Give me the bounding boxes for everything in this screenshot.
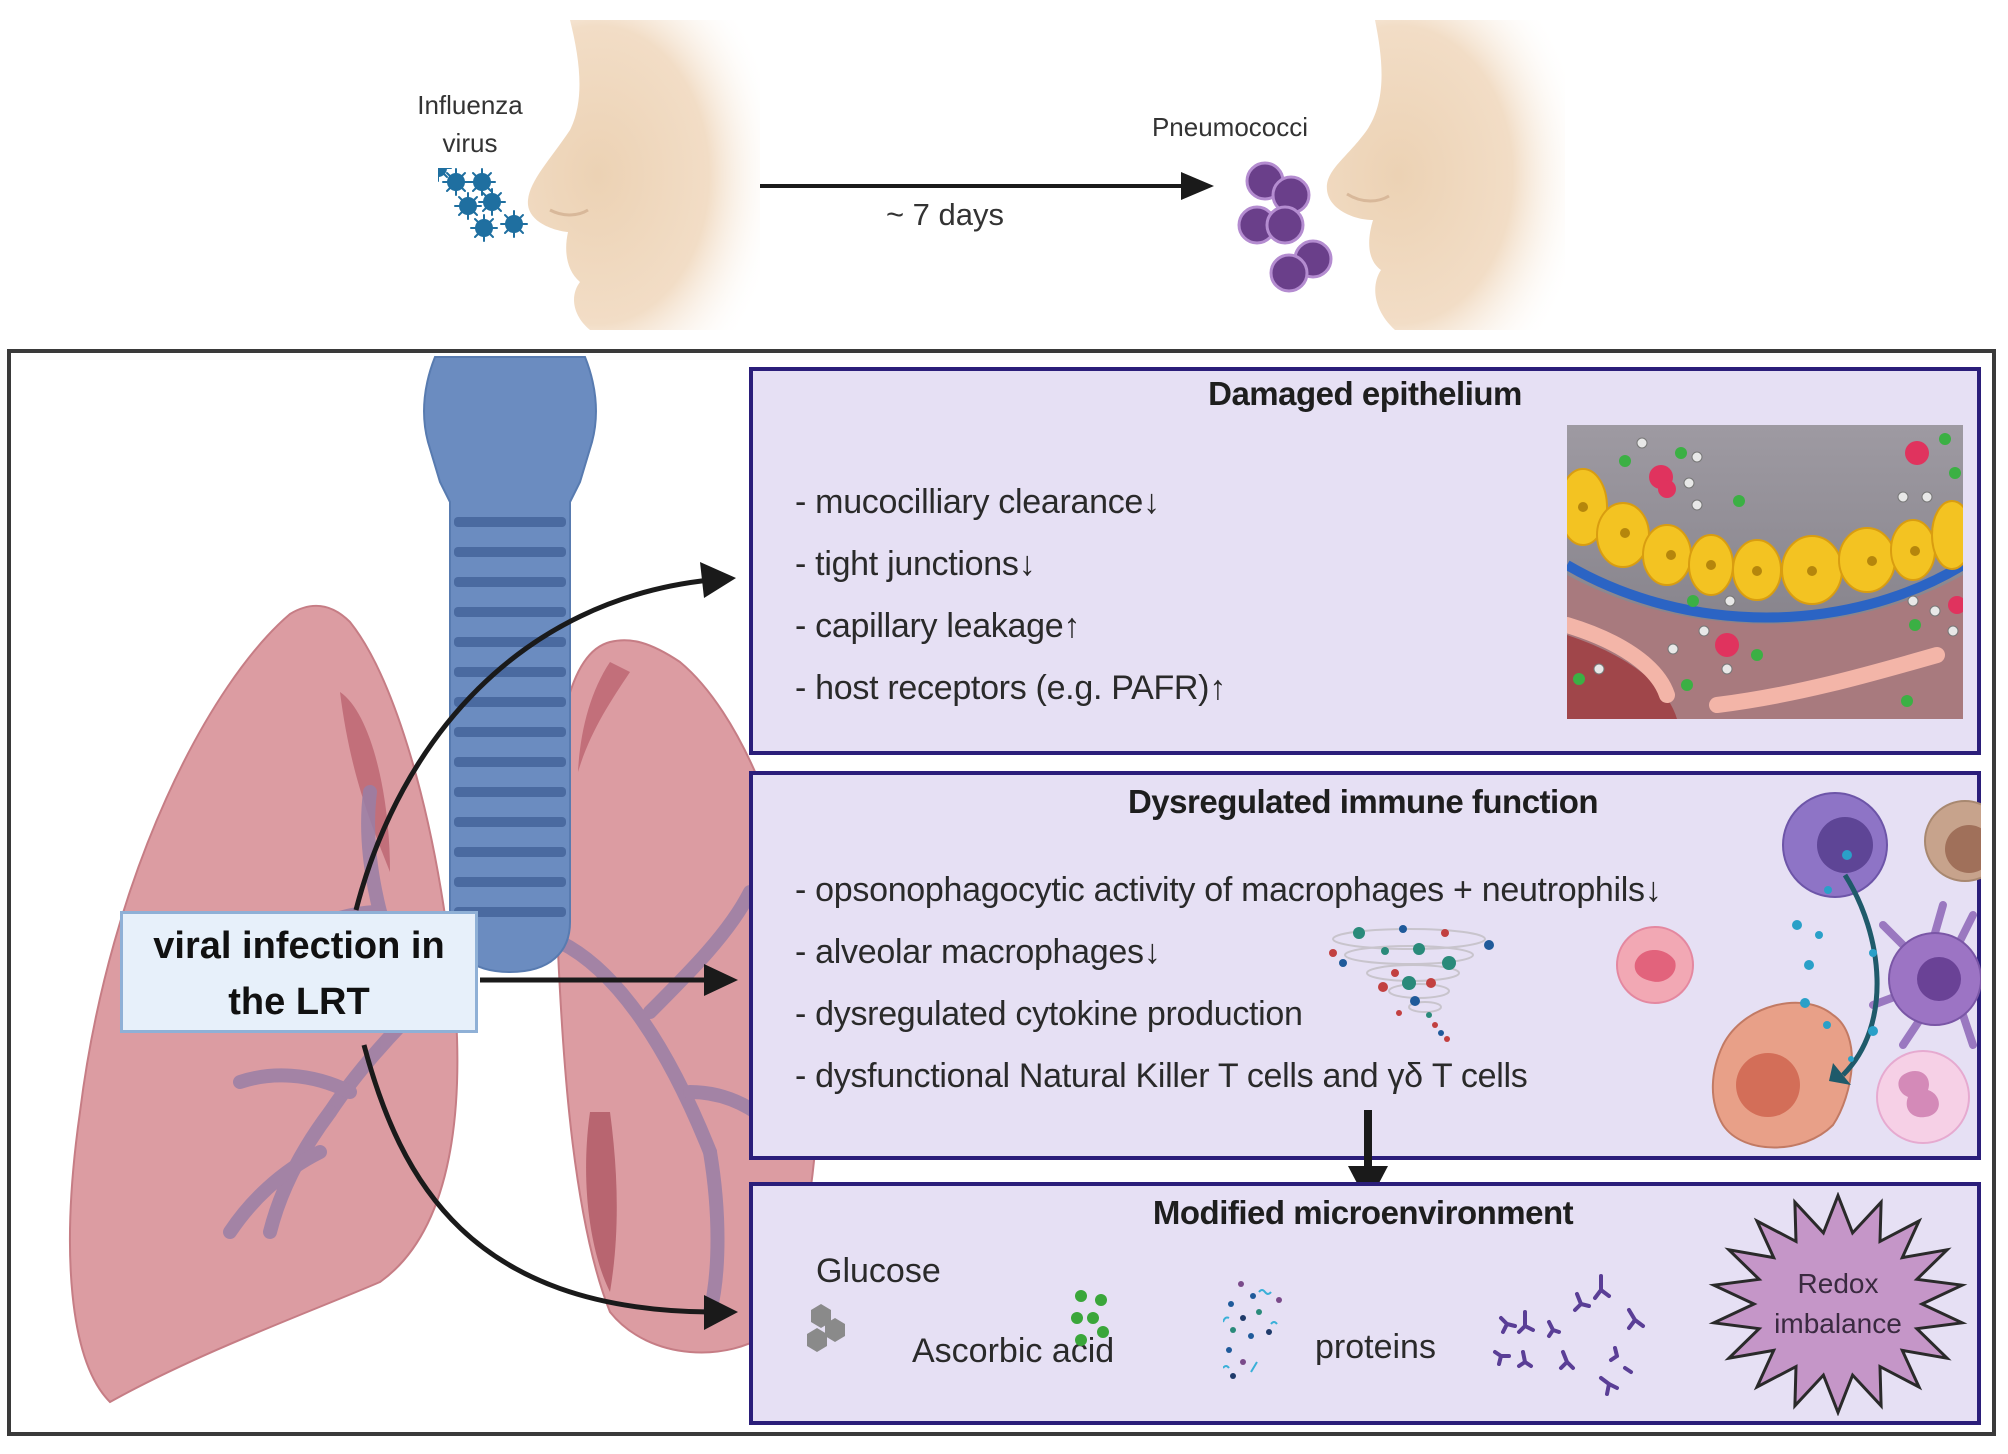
list-item: - host receptors (e.g. PAFR)↑ — [795, 669, 1226, 708]
influenza-label-line1: Influenza — [417, 90, 523, 120]
list-item: - tight junctions↓ — [795, 545, 1036, 584]
influenza-virus-icon — [438, 168, 528, 242]
redox-line1: Redox — [1797, 1268, 1879, 1299]
arrow-head-microenvironment — [704, 1295, 738, 1330]
pneumococci-label: Pneumococci — [1151, 112, 1309, 142]
arrow-up-icon: ↑ — [1063, 607, 1081, 645]
proteins-label: proteins — [1315, 1328, 1436, 1366]
arrow-up-icon: ↑ — [1209, 669, 1226, 707]
item-text: - dysfunctional Natural Killer T cells a… — [795, 1057, 1528, 1095]
panel-title: Damaged epithelium — [1208, 375, 1522, 412]
panel-dysregulated-immune-function: Dysregulated immune function - opsonopha… — [749, 771, 1981, 1160]
arrow-down-icon: ↓ — [1143, 483, 1160, 521]
influenza-label: Influenza virus — [400, 86, 540, 162]
panel-title: Dysregulated immune function — [1127, 783, 1599, 820]
ascorbic-acid-icon — [1071, 1290, 1109, 1346]
arrow-down-icon: ↓ — [1644, 871, 1662, 909]
item-text: - capillary leakage — [795, 607, 1064, 645]
panel-title: Modified microenvironment — [1152, 1194, 1574, 1231]
immune-cells-illustration — [1616, 792, 1981, 1149]
list-item: - dysregulated cytokine production — [795, 995, 1303, 1034]
interval-label: ~ 7 days — [885, 197, 1005, 232]
item-text: - opsonophagocytic activity of macrophag… — [795, 871, 1645, 909]
mast-cell-icon — [1924, 800, 1981, 882]
pneumococci-icon — [1237, 161, 1333, 293]
item-text: - tight junctions — [795, 545, 1019, 583]
macrophage-icon — [1711, 1001, 1853, 1149]
redox-burst-icon — [1708, 1192, 1968, 1416]
glucose-label: Glucose — [816, 1252, 941, 1290]
arrow-head-epithelium — [700, 562, 736, 598]
epithelium-illustration — [1567, 425, 1963, 719]
list-item: - mucocilliary clearance↓ — [795, 483, 1160, 522]
lrt-label-line1: viral infection in — [153, 925, 445, 967]
redox-line2: imbalance — [1774, 1308, 1902, 1339]
arrow-head-immune — [704, 964, 738, 996]
glucose-icon — [807, 1304, 845, 1352]
time-arrow — [760, 172, 1214, 200]
arrow-to-microenvironment — [361, 1044, 711, 1315]
panel-damaged-epithelium: Damaged epithelium - mucocilliary cleara… — [749, 367, 1981, 755]
item-text: - mucocilliary clearance — [795, 483, 1144, 521]
connector-arrows — [353, 562, 738, 1330]
item-text: - host receptors (e.g. PAFR) — [795, 669, 1210, 707]
list-item: - opsonophagocytic activity of macrophag… — [795, 871, 1662, 910]
granulocyte-icon — [1876, 1050, 1970, 1144]
arrow-down-icon: ↓ — [1143, 933, 1161, 971]
migration-arrow — [1841, 873, 1880, 1077]
lrt-label-line2: the LRT — [228, 981, 370, 1023]
arrow-down-icon: ↓ — [1018, 545, 1036, 583]
list-item: - capillary leakage↑ — [795, 607, 1080, 646]
item-text: - alveolar macrophages — [795, 933, 1144, 971]
cytokine-storm-icon — [1329, 925, 1494, 1042]
arrow-to-epithelium — [353, 577, 711, 911]
top-transmission-panel: Influenza virus ~ 7 days Pneumococci — [0, 0, 2008, 340]
influenza-label-line2: virus — [442, 128, 498, 158]
face-left-icon — [527, 20, 760, 330]
lymphocyte-icon — [1782, 792, 1888, 898]
redox-imbalance-label: Redox imbalance — [1753, 1264, 1923, 1344]
panel-modified-microenvironment: Modified microenvironment Glucose Ascorb… — [749, 1182, 1981, 1425]
viral-infection-lrt-label: viral infection in the LRT — [120, 911, 478, 1033]
item-text: - dysregulated cytokine production — [795, 995, 1303, 1033]
list-item: - alveolar macrophages↓ — [795, 933, 1161, 972]
neutrophil-icon — [1616, 926, 1694, 1004]
list-item: - dysfunctional Natural Killer T cells a… — [795, 1057, 1528, 1096]
proteins-dots-icon — [1223, 1281, 1282, 1379]
trachea-icon — [423, 356, 597, 974]
face-right-icon — [1326, 20, 1565, 330]
antibodies-icon — [1493, 1274, 1645, 1396]
pathogenesis-frame — [7, 349, 1996, 1436]
